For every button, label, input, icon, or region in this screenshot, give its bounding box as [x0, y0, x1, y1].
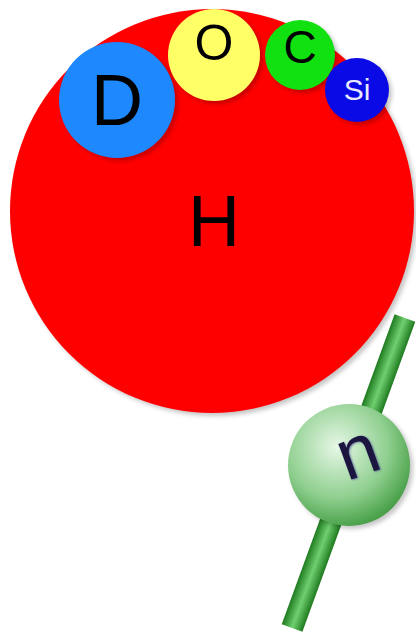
circle-fill: [288, 404, 410, 526]
circle-fill: [325, 58, 389, 122]
circle-fill: [265, 20, 335, 90]
text-holder: Si: [325, 58, 389, 122]
element-circle: C: [265, 20, 335, 90]
nucleus-circle: HD O C Si: [10, 9, 414, 413]
text-holder: n: [288, 404, 410, 526]
element-circle: O: [168, 9, 260, 101]
element-circle: Si: [325, 58, 389, 122]
text-holder: O: [168, 9, 260, 101]
particle-label: n: [326, 410, 388, 491]
element-symbol: O: [195, 18, 234, 68]
element-symbol: C: [283, 24, 316, 70]
neutron-sphere: n: [288, 404, 410, 526]
element-circle: D: [59, 42, 175, 158]
element-symbol: H: [188, 185, 240, 257]
element-symbol: D: [91, 64, 143, 136]
text-holder: H: [10, 9, 414, 413]
circle-fill: [59, 42, 175, 158]
element-symbol: Si: [344, 75, 371, 105]
circle-fill: [168, 9, 260, 101]
circle-fill: [10, 9, 414, 413]
text-holder: C: [265, 20, 335, 90]
text-holder: D: [59, 42, 175, 158]
